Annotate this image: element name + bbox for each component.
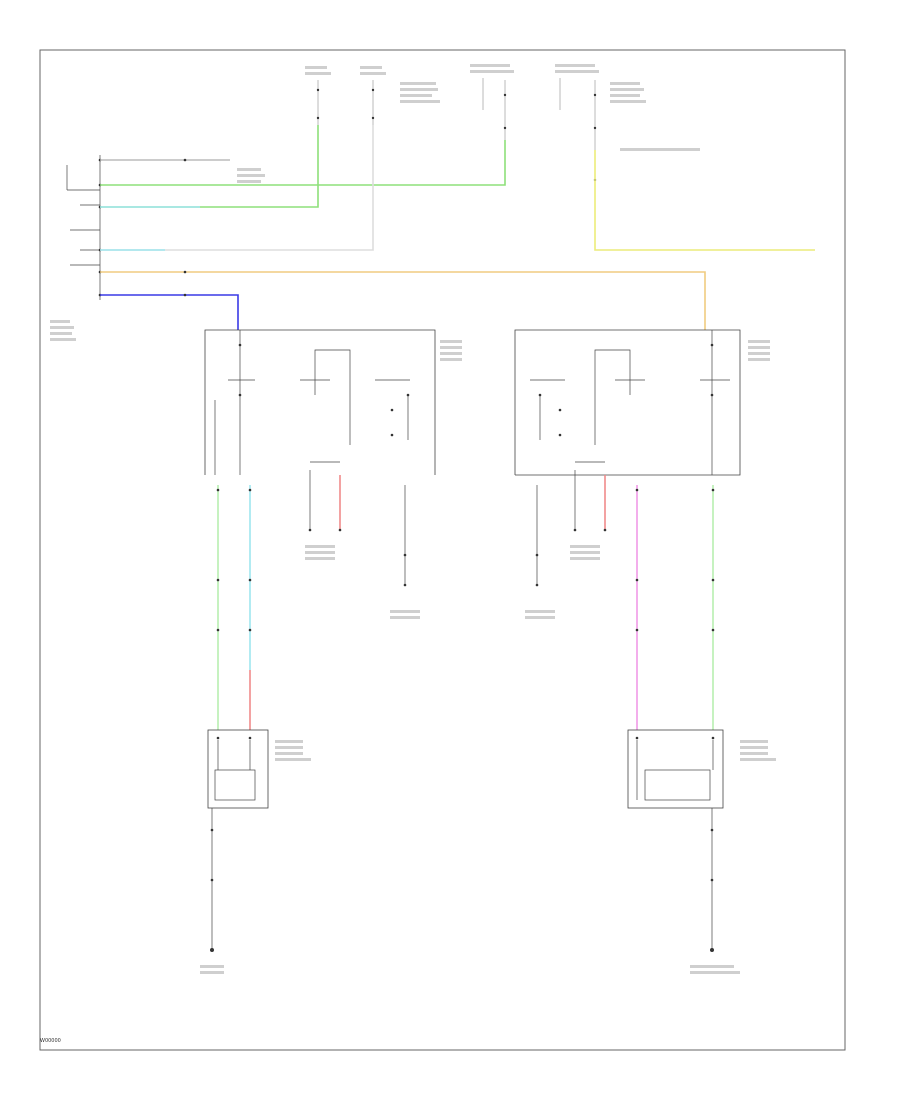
top-bus-wires xyxy=(100,125,815,330)
left-lower-wires xyxy=(216,461,407,730)
right-lower-wires xyxy=(535,461,715,730)
diagram-border xyxy=(39,49,846,1051)
faint-label-marks xyxy=(50,64,776,974)
left-switch-box xyxy=(204,329,436,475)
right-seat-heater xyxy=(627,729,724,952)
left-connector-block xyxy=(66,155,102,300)
right-switch-box xyxy=(514,329,741,476)
top-connectors xyxy=(316,78,597,182)
diagram-code: W00000 xyxy=(40,1038,61,1044)
left-seat-heater xyxy=(207,729,269,952)
